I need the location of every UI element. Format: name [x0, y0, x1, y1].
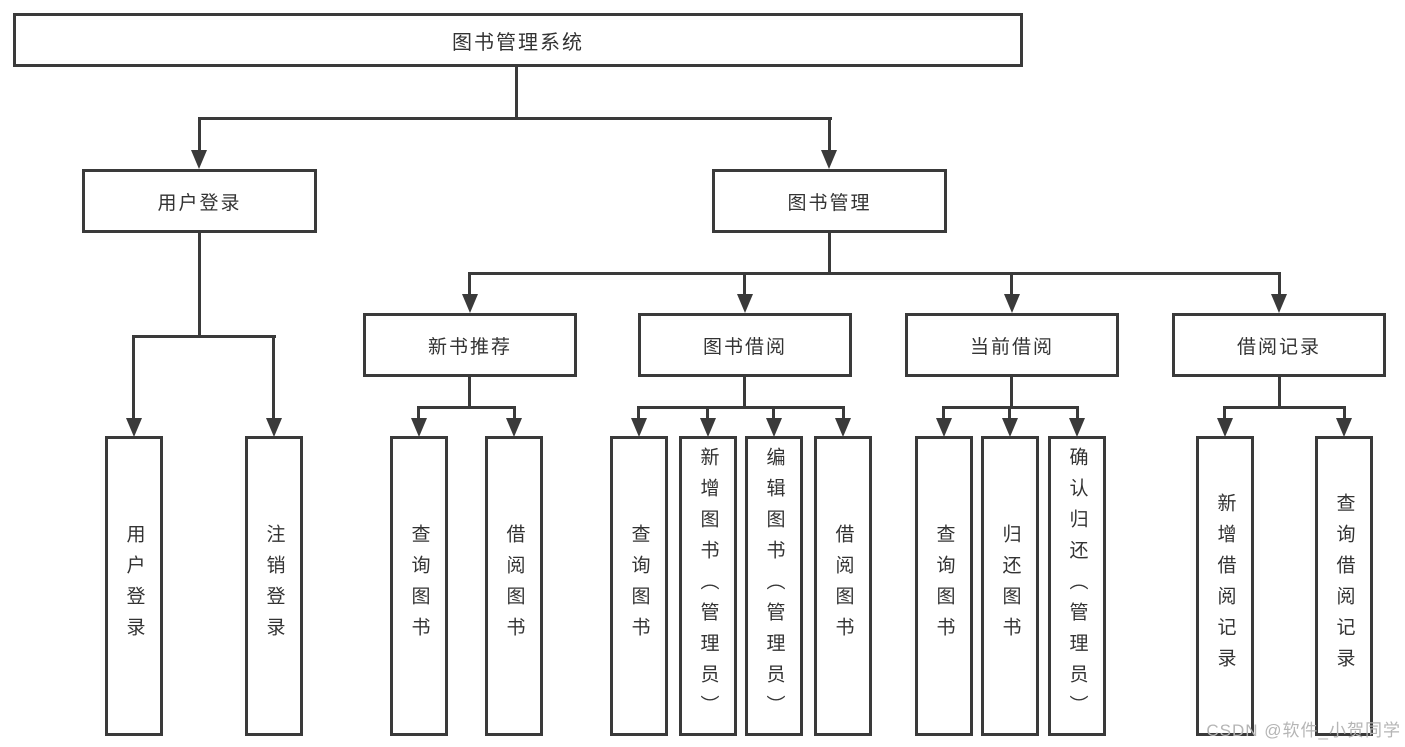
- arrow-down-icon: [936, 418, 952, 437]
- arrow-down-icon: [126, 418, 142, 437]
- node-user-login: 用户登录: [82, 169, 317, 233]
- node-label: 用户登录: [157, 192, 242, 214]
- connector-recommend-bracket: [417, 406, 516, 409]
- connector-drop-leaf: [942, 406, 945, 420]
- leaf-query-borrow-record: 查询借阅记录: [1315, 436, 1373, 736]
- arrow-down-icon: [835, 418, 851, 437]
- connector-drop-leaf: [1223, 406, 1226, 420]
- connector-drop-leaf: [1008, 406, 1011, 420]
- leaf-query-books-borrowing: 查询图书: [610, 436, 668, 736]
- node-label: 确认归还（管理员）: [1066, 446, 1088, 726]
- connector-drop-leaf: [513, 406, 516, 420]
- arrow-down-icon: [462, 294, 478, 313]
- connector-drop-l3: [1010, 272, 1013, 296]
- connector-userlogin-stem: [198, 233, 201, 338]
- node-label: 查询图书: [628, 524, 650, 648]
- connector-drop-leaf: [1076, 406, 1079, 420]
- node-label: 图书管理系统: [452, 31, 584, 54]
- connector-drop-leaf: [1343, 406, 1346, 420]
- leaf-query-books-recommend: 查询图书: [390, 436, 448, 736]
- connector-drop-leaf: [417, 406, 420, 420]
- leaf-add-book-admin: 新增图书（管理员）: [679, 436, 737, 736]
- connector-drop-user-login: [198, 117, 201, 153]
- leaf-add-borrow-record: 新增借阅记录: [1196, 436, 1254, 736]
- connector-drop-leaf: [272, 335, 275, 419]
- leaf-edit-book-admin: 编辑图书（管理员）: [745, 436, 803, 736]
- node-label: 用户登录: [123, 524, 145, 648]
- connector-records-bracket: [1223, 406, 1346, 409]
- connector-drop-leaf: [706, 406, 709, 420]
- connector-bookmgmt-bracket: [468, 272, 1281, 275]
- arrow-down-icon: [737, 294, 753, 313]
- node-borrowing-records: 借阅记录: [1172, 313, 1386, 377]
- connector-drop-leaf: [637, 406, 640, 420]
- connector-bookmgmt-stem: [828, 233, 831, 275]
- connector-records-stem: [1278, 377, 1281, 409]
- node-label: 注销登录: [263, 524, 285, 648]
- connector-borrowing-stem: [743, 377, 746, 409]
- arrow-down-icon: [1217, 418, 1233, 437]
- connector-drop-leaf: [772, 406, 775, 420]
- arrow-down-icon: [821, 150, 837, 169]
- connector-drop-l3: [468, 272, 471, 296]
- node-label: 归还图书: [999, 524, 1021, 648]
- leaf-return-book: 归还图书: [981, 436, 1039, 736]
- leaf-user-login: 用户登录: [105, 436, 163, 736]
- connector-recommend-stem: [468, 377, 471, 409]
- node-label: 图书借阅: [702, 336, 787, 358]
- node-current-borrowing: 当前借阅: [905, 313, 1119, 377]
- node-label: 新书推荐: [427, 336, 512, 358]
- node-label: 新增借阅记录: [1214, 493, 1236, 679]
- node-label: 编辑图书（管理员）: [763, 446, 785, 726]
- node-label: 借阅图书: [832, 524, 854, 648]
- arrow-down-icon: [1069, 418, 1085, 437]
- connector-drop-leaf: [842, 406, 845, 420]
- arrow-down-icon: [191, 150, 207, 169]
- arrow-down-icon: [1271, 294, 1287, 313]
- connector-current-stem: [1010, 377, 1013, 409]
- arrow-down-icon: [631, 418, 647, 437]
- connector-drop-l3: [1278, 272, 1281, 296]
- node-label: 借阅图书: [503, 524, 525, 648]
- connector-drop-book-management: [828, 117, 831, 153]
- node-label: 借阅记录: [1236, 336, 1321, 358]
- arrow-down-icon: [411, 418, 427, 437]
- node-label: 当前借阅: [969, 336, 1054, 358]
- connector-drop-l3: [743, 272, 746, 296]
- leaf-borrow-books-recommend: 借阅图书: [485, 436, 543, 736]
- node-library-management-system: 图书管理系统: [13, 13, 1023, 67]
- connector-root-bracket: [198, 117, 832, 120]
- connector-drop-leaf: [132, 335, 135, 419]
- leaf-confirm-return-admin: 确认归还（管理员）: [1048, 436, 1106, 736]
- leaf-logout: 注销登录: [245, 436, 303, 736]
- connector-borrowing-bracket: [637, 406, 845, 409]
- csdn-watermark: CSDN @软件_小贺同学: [1206, 721, 1401, 740]
- arrow-down-icon: [266, 418, 282, 437]
- node-label: 查询借阅记录: [1333, 493, 1355, 679]
- leaf-borrow-books: 借阅图书: [814, 436, 872, 736]
- node-book-borrowing: 图书借阅: [638, 313, 852, 377]
- arrow-down-icon: [1002, 418, 1018, 437]
- arrow-down-icon: [1336, 418, 1352, 437]
- arrow-down-icon: [766, 418, 782, 437]
- node-label: 查询图书: [933, 524, 955, 648]
- node-label: 查询图书: [408, 524, 430, 648]
- connector-root-stem: [515, 66, 518, 119]
- node-book-management: 图书管理: [712, 169, 947, 233]
- node-new-book-recommend: 新书推荐: [363, 313, 577, 377]
- arrow-down-icon: [700, 418, 716, 437]
- arrow-down-icon: [1004, 294, 1020, 313]
- node-label: 新增图书（管理员）: [697, 446, 719, 726]
- leaf-query-books-current: 查询图书: [915, 436, 973, 736]
- arrow-down-icon: [506, 418, 522, 437]
- node-label: 图书管理: [787, 192, 872, 214]
- connector-userlogin-bracket: [132, 335, 276, 338]
